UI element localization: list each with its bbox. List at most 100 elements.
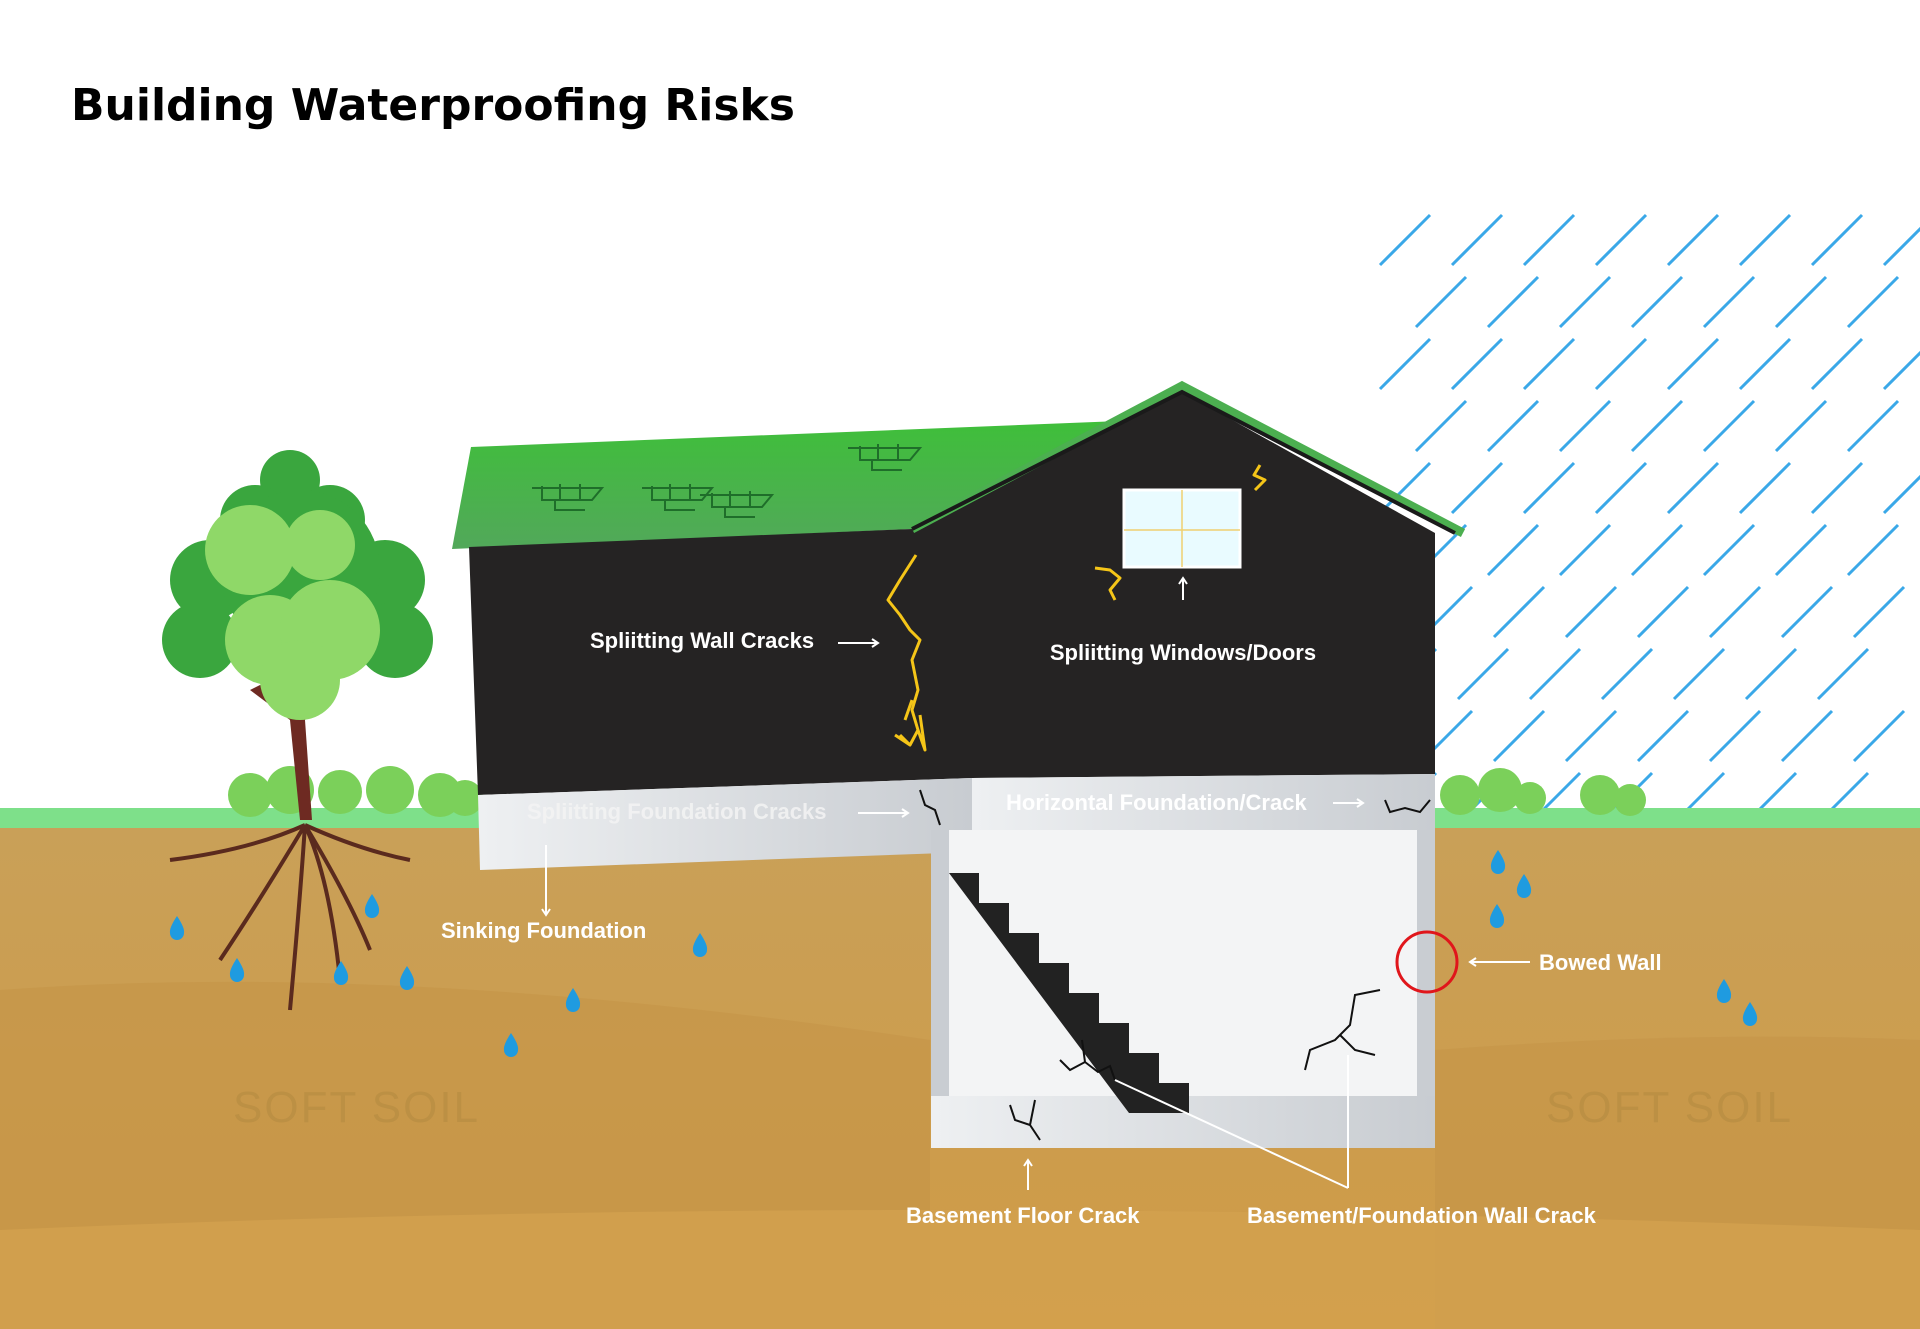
- water-drop: [1516, 874, 1532, 898]
- water-drop: [565, 988, 581, 1012]
- label-horizontal-crack: Horizontal Foundation/Crack: [1006, 790, 1307, 815]
- rain-streak: [1810, 337, 1864, 391]
- rain-streak: [1414, 275, 1468, 329]
- rain-streak: [1672, 647, 1726, 701]
- rain-streak: [1882, 474, 1920, 515]
- rain-streak: [1702, 399, 1756, 453]
- rain-streak: [1810, 213, 1864, 267]
- water-drops: [169, 850, 1758, 1057]
- rain-streak: [1522, 337, 1576, 391]
- rain-streak: [1708, 709, 1762, 763]
- rain-streak: [1738, 213, 1792, 267]
- water-drop: [399, 966, 415, 990]
- rain-streak: [1852, 709, 1906, 763]
- basement-cracks: [919, 789, 1431, 1141]
- rain-streak: [1564, 585, 1618, 639]
- water-drop: [333, 961, 349, 985]
- rain-streak: [1492, 709, 1546, 763]
- rain-streak: [1630, 523, 1684, 577]
- rain-streak: [1702, 275, 1756, 329]
- rain-streak: [1522, 213, 1576, 267]
- foundation-left: [478, 778, 972, 870]
- rain-streak: [1780, 709, 1834, 763]
- rain-streak: [1450, 461, 1504, 515]
- rain-streak: [1666, 337, 1720, 391]
- water-drop: [1489, 904, 1505, 928]
- water-drop: [1716, 979, 1732, 1003]
- rain-streak: [1882, 350, 1920, 391]
- rain-streak: [1594, 461, 1648, 515]
- rain-streak: [1810, 461, 1864, 515]
- rain-streak: [1414, 399, 1468, 453]
- rain-streak: [1774, 523, 1828, 577]
- rain-streak: [1630, 399, 1684, 453]
- rain-streak: [1816, 647, 1870, 701]
- rain-streak: [1708, 585, 1762, 639]
- rain-streak: [1744, 647, 1798, 701]
- rain-streak: [1774, 275, 1828, 329]
- rain-streak: [1594, 337, 1648, 391]
- bowed-wall-marker[interactable]: [1395, 930, 1459, 994]
- label-basement-floor-crack: Basement Floor Crack: [906, 1203, 1140, 1228]
- rain-streak: [1666, 461, 1720, 515]
- rain-streak: [1378, 337, 1432, 391]
- water-drop: [692, 933, 708, 957]
- rain-streak: [1522, 461, 1576, 515]
- rain-streak: [1492, 585, 1546, 639]
- rain-streak: [1558, 523, 1612, 577]
- label-windows-doors: Spliitting Windows/Doors: [1050, 640, 1316, 665]
- water-drop: [364, 894, 380, 918]
- rain-streak: [1486, 275, 1540, 329]
- rain-streak: [1450, 337, 1504, 391]
- rain-streak: [1774, 399, 1828, 453]
- water-drop: [1490, 850, 1506, 874]
- roof: [452, 421, 1120, 549]
- rain-streak: [1486, 399, 1540, 453]
- page-title: Building Waterproofing Risks: [71, 80, 795, 131]
- roof-shingles: [532, 444, 923, 518]
- water-drop: [503, 1033, 519, 1057]
- water-drop: [1742, 1002, 1758, 1026]
- wall-crack: [886, 464, 1267, 752]
- rain-streak: [1852, 585, 1906, 639]
- rain-streak: [1882, 226, 1920, 267]
- label-foundation-cracks: Spliitting Foundation Cracks: [527, 799, 826, 824]
- rain-streak: [1456, 647, 1510, 701]
- label-wall-cracks: Spliitting Wall Cracks: [590, 628, 814, 653]
- stairs: [949, 873, 1189, 1113]
- rain-streak: [1636, 709, 1690, 763]
- rain-streak: [1378, 213, 1432, 267]
- rain-streak: [1564, 709, 1618, 763]
- rain-streak: [1558, 275, 1612, 329]
- rain-streak: [1378, 461, 1432, 515]
- rain-streak: [1630, 275, 1684, 329]
- soft-soil-right: SOFT SOIL: [1546, 1083, 1793, 1132]
- rain-streak: [1846, 399, 1900, 453]
- soil-layer: [0, 1210, 1920, 1329]
- rain-streak: [1846, 275, 1900, 329]
- rain-streak: [1636, 585, 1690, 639]
- rain-streak: [1486, 523, 1540, 577]
- rain-streak: [1600, 647, 1654, 701]
- tree: [162, 450, 433, 1011]
- rain-streak: [1738, 337, 1792, 391]
- water-drop: [169, 916, 185, 940]
- rain-streak: [1450, 213, 1504, 267]
- foundation-right: [972, 774, 1435, 832]
- rain-streak: [1738, 461, 1792, 515]
- rain-streak: [1528, 647, 1582, 701]
- label-sinking-foundation: Sinking Foundation: [441, 918, 646, 943]
- rain-streak: [1666, 213, 1720, 267]
- callout-arrows: [541, 576, 1530, 1190]
- soft-soil-left: SOFT SOIL: [233, 1083, 480, 1132]
- rain-streak: [1780, 585, 1834, 639]
- rain-streak: [1702, 523, 1756, 577]
- rain-streak: [1594, 213, 1648, 267]
- label-basement-wall-crack: Basement/Foundation Wall Crack: [1247, 1203, 1597, 1228]
- rain-streak: [1558, 399, 1612, 453]
- water-drop: [229, 958, 245, 982]
- window: [1122, 488, 1242, 569]
- label-bowed-wall: Bowed Wall: [1539, 950, 1662, 975]
- rain-streak: [1846, 523, 1900, 577]
